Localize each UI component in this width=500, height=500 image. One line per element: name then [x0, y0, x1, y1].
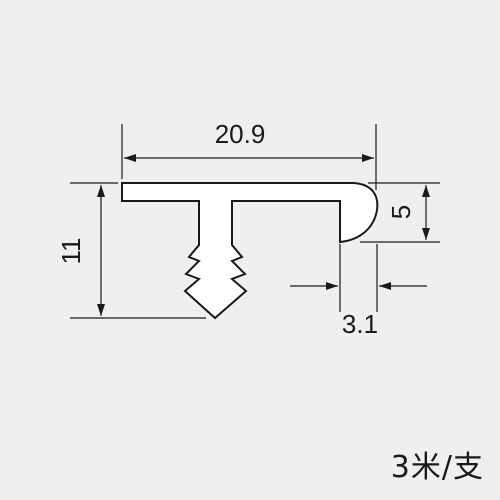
- lip-height-dimension-label: 5: [386, 205, 416, 219]
- thickness-dimension-label: 3.1: [342, 309, 378, 339]
- profile-outline: [121, 182, 379, 320]
- height-dimension-label: 11: [56, 238, 86, 265]
- length-per-piece-caption: 3米/支: [390, 450, 484, 485]
- width-dimension-label: 20.9: [215, 119, 266, 149]
